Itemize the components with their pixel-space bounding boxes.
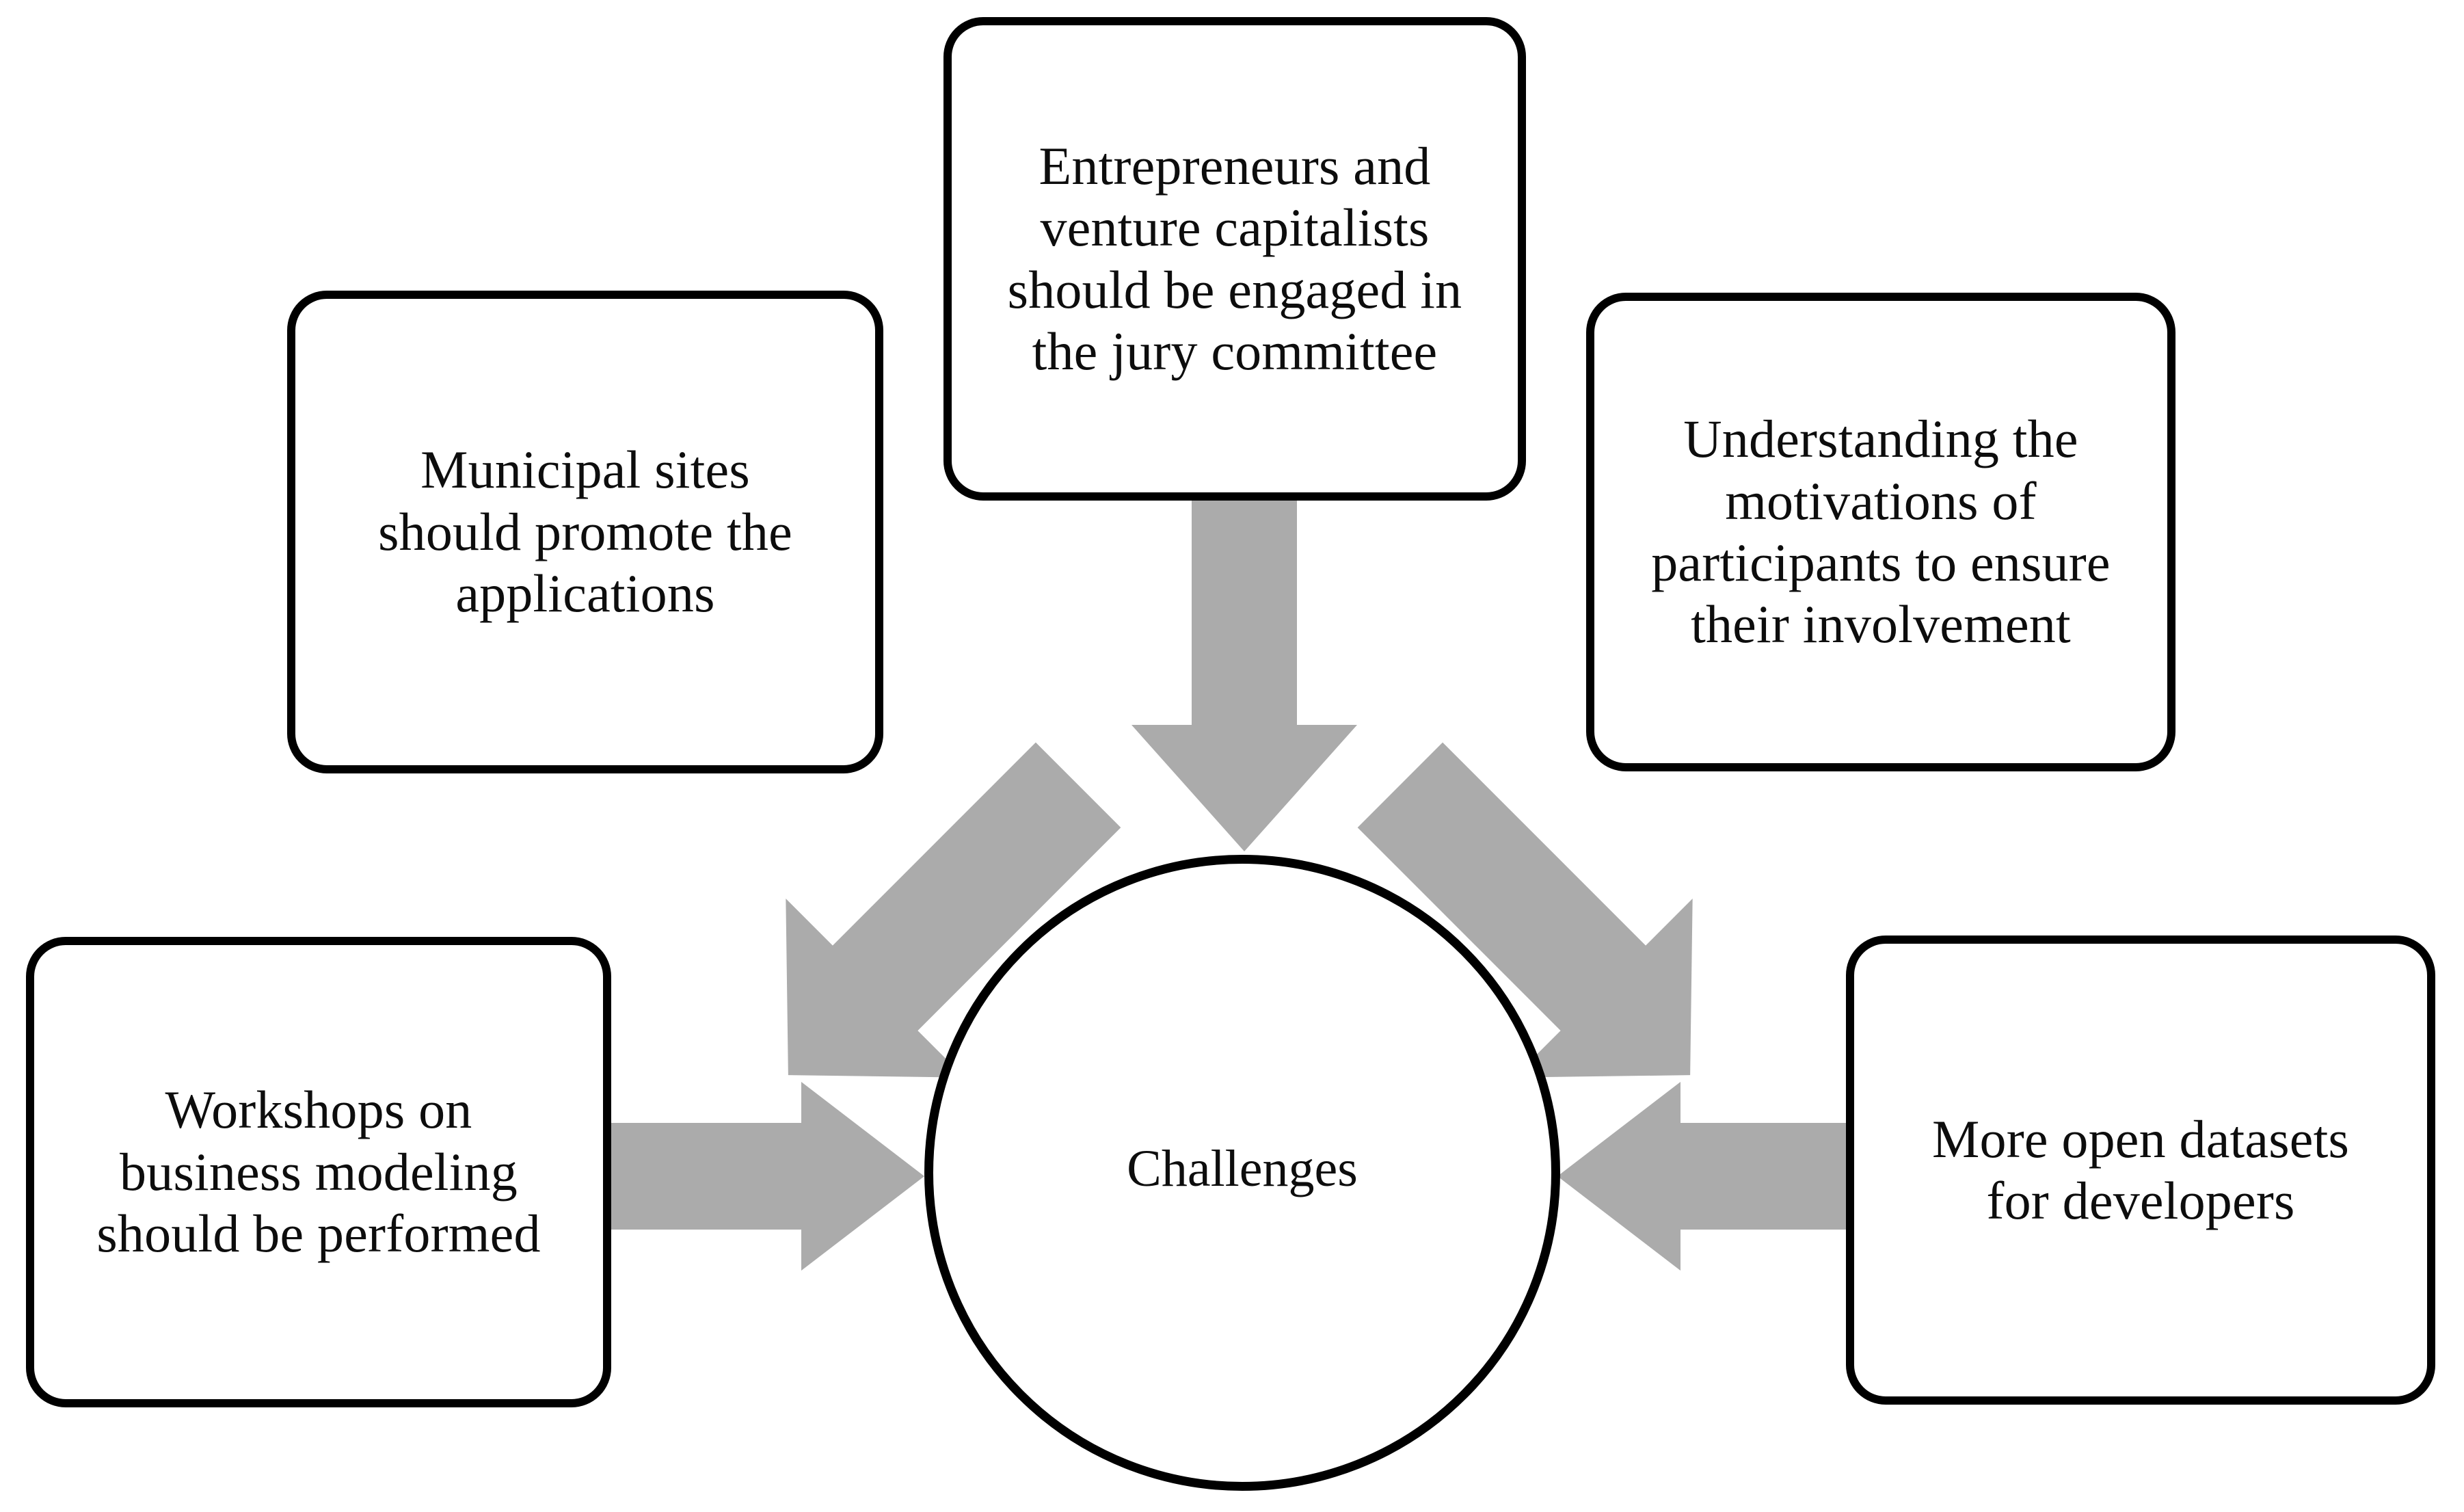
node-entrepreneurs-venture-capitalists[interactable]: Entrepreneurs and venture capitalists sh… (943, 17, 1526, 501)
arrow-understanding-to-center (1357, 742, 1693, 1078)
node-label: Entrepreneurs and venture capitalists sh… (1007, 135, 1462, 381)
arrow-datasets-to-center (1557, 1082, 1880, 1271)
center-node-challenges[interactable]: Challenges (924, 855, 1560, 1491)
node-more-open-datasets[interactable]: More open datasets for developers (1846, 936, 2435, 1405)
node-label: Understanding the motivations of partici… (1651, 409, 2111, 654)
node-understanding-motivations[interactable]: Understanding the motivations of partici… (1586, 293, 2175, 771)
arrow-municipal-to-center (786, 742, 1121, 1078)
center-node-label: Challenges (1127, 1139, 1358, 1197)
node-label: Municipal sites should promote the appli… (378, 440, 792, 624)
node-municipal-sites[interactable]: Municipal sites should promote the appli… (287, 291, 883, 773)
node-workshops-business-modeling[interactable]: Workshops on business modeling should be… (26, 937, 611, 1407)
node-label: More open datasets for developers (1931, 1109, 2350, 1230)
arrow-entrepreneurs-to-center (1131, 479, 1357, 851)
arrow-workshops-to-center (602, 1082, 924, 1271)
node-label: Workshops on business modeling should be… (96, 1080, 541, 1264)
